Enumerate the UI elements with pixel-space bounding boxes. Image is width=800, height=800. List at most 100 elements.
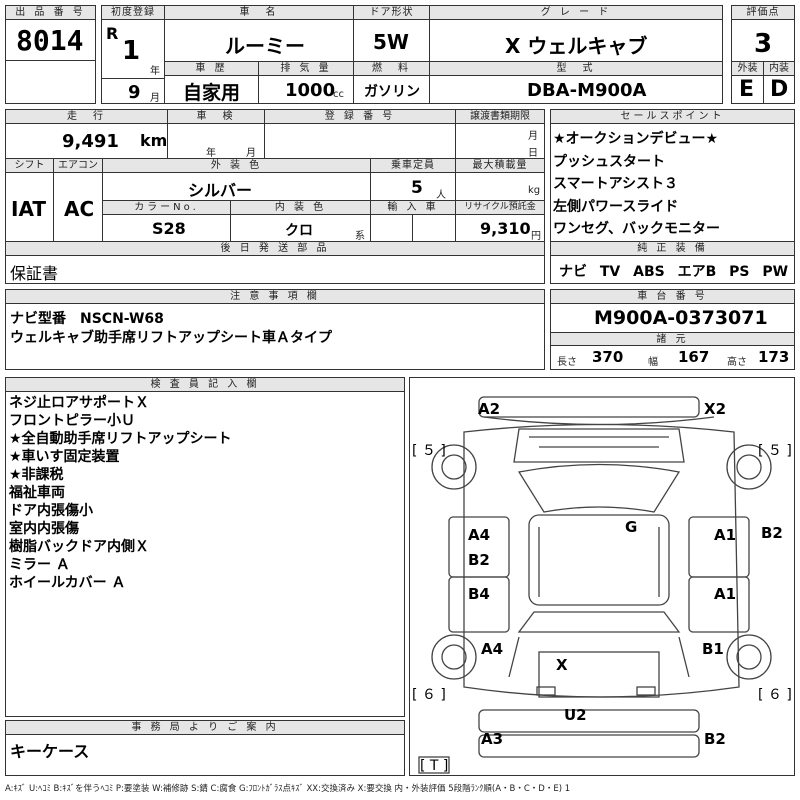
recycle: 9,310	[480, 219, 531, 238]
inspector-line: ホイールカバー Ａ	[9, 575, 126, 591]
damage-mark: A1	[714, 526, 737, 544]
damage-mark: B2	[761, 524, 783, 542]
inspect-year: 年	[206, 148, 216, 159]
colorno-label: カラーNo.	[102, 200, 231, 215]
damage-mark: B1	[702, 640, 724, 658]
load-unit: kg	[528, 185, 541, 196]
int-color-unit: 系	[355, 231, 365, 242]
damage-mark: U2	[564, 706, 587, 724]
mileage-label: 走 行	[5, 109, 168, 124]
damage-mark: A1	[714, 585, 737, 603]
equipment-item: PW	[762, 264, 789, 280]
equipment-item: エアB	[677, 264, 717, 280]
load-label: 最大積載量	[455, 158, 545, 173]
tire-label: [ ５ ]	[412, 443, 446, 459]
equipment-item: TV	[599, 264, 621, 280]
grade-label: グ レ ー ド	[429, 5, 723, 20]
capacity: 5	[411, 178, 423, 198]
ac-label: エアコン	[53, 158, 103, 173]
import-label: 輸 入 車	[370, 200, 456, 215]
int-box	[763, 75, 795, 104]
sales-label: セールスポイント	[550, 109, 795, 124]
reg-year: 1	[122, 36, 141, 66]
int-color: クロ	[285, 223, 313, 239]
dims-label: 諸 元	[550, 332, 795, 346]
inspector-line: ★非課税	[9, 467, 64, 483]
shift: IAT	[11, 197, 47, 221]
reg-year-unit: 年	[150, 66, 160, 77]
capacity-label: 乗車定員	[370, 158, 456, 173]
door-type: 5W	[373, 30, 409, 54]
disp-label: 排 気 量	[258, 61, 354, 76]
sales-item: スマートアシスト３	[553, 176, 679, 192]
damage-mark: G	[625, 518, 638, 536]
damage-mark: X	[556, 656, 568, 674]
inspector-box	[5, 391, 405, 717]
width: 167	[678, 348, 710, 366]
legend: A:ｷｽﾞ U:ﾍｺﾐ B:ｷｽﾞを伴うﾍｺﾐ P:要塗装 W:補修跡 S:錆 …	[5, 784, 571, 794]
office-text: キーケース	[10, 742, 90, 761]
tire-label: [ ６ ]	[758, 687, 792, 703]
inspector-line: ドア内張傷小	[9, 503, 93, 519]
sales-list: ★オークションデビュー★ プッシュスタート スマートアシスト３ 左側パワースライ…	[553, 128, 720, 241]
grade: X ウェルキャブ	[505, 34, 648, 58]
office-box	[5, 734, 405, 776]
inspector-line: ★全自動助手席リフトアップシート	[9, 431, 232, 447]
inspect-label: 車 検	[167, 109, 265, 124]
reg-era: R	[106, 24, 119, 43]
sales-item: ワンセグ、バックモニター	[553, 221, 721, 237]
inspect-month: 月	[246, 148, 256, 159]
notes-box	[5, 303, 545, 370]
equipment-label: 純 正 装 備	[550, 241, 795, 256]
inspector-line: 樹脂バックドア内側Ｘ	[9, 539, 149, 555]
model-label: 型 式	[429, 61, 723, 76]
fuel-label: 燃 料	[353, 61, 430, 76]
tire-label: [ T ]	[420, 758, 449, 774]
history-label: 車 歴	[164, 61, 259, 76]
chassis-label: 車 台 番 号	[550, 289, 795, 304]
recycle-unit: 円	[531, 231, 541, 242]
history: 自家用	[183, 82, 241, 104]
door-label: ドア形状	[353, 5, 430, 20]
office-label: 事 務 局 よ り ご 案 内	[5, 720, 405, 735]
reg-label: 初度登録	[101, 5, 165, 20]
int-label: 内装	[763, 61, 795, 76]
car-name-label: 車 名	[164, 5, 354, 20]
score-label: 評価点	[731, 5, 795, 20]
diagram-box	[409, 377, 795, 776]
inspector-line: ミラー Ａ	[9, 557, 70, 573]
plate-label: 登 録 番 号	[264, 109, 456, 124]
damage-mark: A2	[478, 400, 501, 418]
equipment-box	[550, 255, 795, 284]
color-label: 外 装 色	[102, 158, 371, 173]
lot-label: 出 品 番 号	[5, 5, 96, 20]
damage-mark: B2	[468, 551, 490, 569]
mileage: 9,491	[62, 131, 119, 152]
shift-label: シフト	[5, 158, 54, 173]
equipment-item: ナビ	[559, 264, 587, 280]
ext-grade: E	[739, 77, 755, 102]
notes-label: 注 意 事 項 欄	[5, 289, 545, 304]
inspector-label: 検 査 員 記 入 欄	[5, 377, 405, 392]
color-no: S28	[152, 219, 186, 238]
import-box	[370, 214, 456, 242]
score: 3	[754, 29, 773, 59]
transfer-day: 日	[528, 148, 538, 159]
inspector-line: ★車いす固定装置	[9, 449, 120, 465]
length-label: 長さ	[557, 357, 577, 368]
dims-box	[550, 345, 795, 370]
tire-label: [ ６ ]	[412, 687, 446, 703]
height: 173	[758, 348, 790, 366]
chassis-number: M900A-0373071	[594, 307, 768, 329]
inspector-line: ネジ止ロアサポートＸ	[9, 395, 149, 411]
lot-blank	[5, 60, 96, 104]
height-label: 高さ	[727, 357, 747, 368]
int-grade: D	[770, 77, 789, 102]
notes-line-2: ウェルキャブ助手席リフトアップシート車Ａタイプ	[10, 330, 332, 346]
equipment-item: ABS	[633, 264, 665, 280]
plate-box	[264, 123, 456, 159]
damage-mark: B2	[704, 730, 726, 748]
ac: AC	[64, 197, 95, 221]
delivery-label: 後 日 発 送 部 品	[5, 241, 545, 256]
recycle-label: リサイクル預託金	[455, 200, 545, 215]
